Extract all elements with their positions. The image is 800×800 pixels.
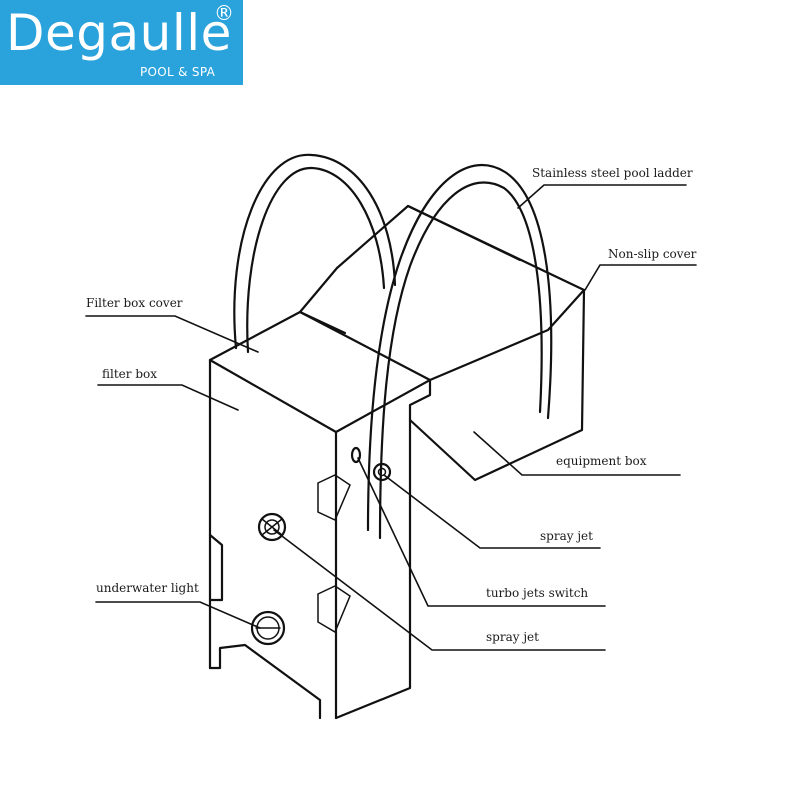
label-underwater-light: underwater light — [96, 581, 199, 595]
label-equipment-box: equipment box — [556, 454, 647, 468]
label-spray-jet-1: spray jet — [540, 529, 593, 543]
spray-jet-front — [257, 512, 287, 542]
filter-box-cover-outline — [208, 310, 432, 434]
label-turbo-jets-switch: turbo jets switch — [486, 586, 588, 600]
label-filter-box: filter box — [102, 367, 157, 381]
spray-jet-side — [372, 462, 392, 482]
logo-name: Degaulle — [6, 4, 232, 62]
brand-logo: Degaulle ® POOL & SPA — [0, 0, 243, 85]
side-notches — [317, 474, 351, 634]
turbo-switch — [350, 446, 362, 464]
leader-lines — [85, 184, 697, 651]
pool-ladder — [233, 153, 553, 540]
underwater-light — [250, 610, 286, 646]
label-spray-jet-2: spray jet — [486, 630, 539, 644]
equipment-box-outline — [298, 204, 586, 482]
label-filter-box-cover: Filter box cover — [86, 296, 183, 310]
label-ladder: Stainless steel pool ladder — [532, 166, 693, 180]
registered-mark: ® — [214, 1, 234, 25]
label-non-slip-cover: Non-slip cover — [608, 247, 697, 261]
filter-box-outline — [208, 358, 432, 720]
logo-subtitle: POOL & SPA — [140, 65, 216, 79]
